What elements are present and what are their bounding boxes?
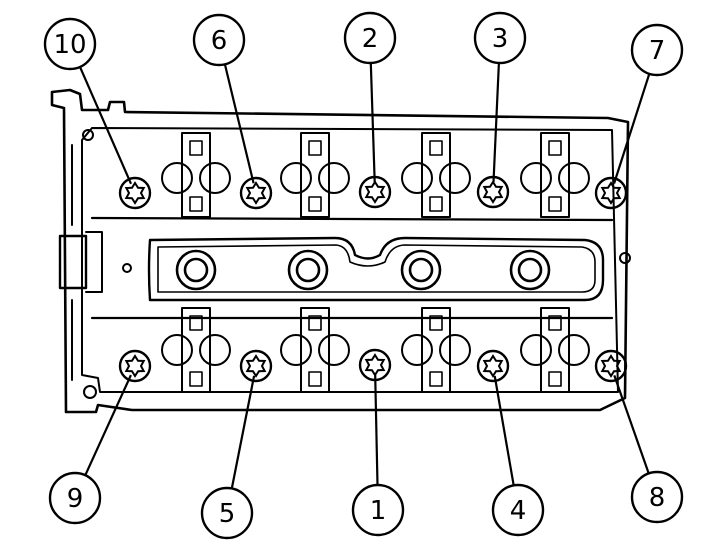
leader-line-8	[613, 375, 650, 474]
plug-tube-4-inner	[517, 257, 543, 283]
callout-number: 10	[53, 30, 86, 60]
leader-line-2	[369, 62, 376, 183]
callout-7: 7	[630, 23, 684, 77]
callout-1: 1	[351, 483, 405, 537]
callout-circle	[48, 471, 102, 525]
central-gallery-outline	[147, 236, 605, 302]
bolt-7	[594, 176, 628, 210]
bolt-8	[594, 349, 628, 383]
bearing-pedestal-bottom-2	[280, 307, 350, 393]
callout-number: 7	[649, 36, 666, 66]
leader-line-1	[374, 374, 379, 486]
callout-8: 8	[630, 470, 684, 524]
callout-number: 6	[211, 26, 228, 56]
callout-circle	[343, 11, 397, 65]
callout-circle	[473, 11, 527, 65]
plug-tube-2	[287, 249, 329, 291]
callout-number: 4	[510, 496, 527, 526]
bearing-pedestal-top-1	[161, 132, 231, 218]
bolt-9	[118, 349, 152, 383]
cylinder-head-outline	[50, 88, 630, 414]
leader-line-4	[493, 375, 515, 486]
callout-number: 1	[370, 496, 387, 526]
left-end-tab	[58, 234, 88, 290]
plug-tube-4	[509, 249, 551, 291]
callout-number: 2	[362, 24, 379, 54]
cylinder-head-inner-outline	[81, 127, 619, 393]
plug-tube-1-inner	[183, 257, 209, 283]
callout-5: 5	[200, 486, 254, 540]
bearing-pedestal-top-4	[520, 132, 590, 218]
callout-circle	[491, 483, 545, 537]
upper-gallery-edge	[90, 216, 614, 222]
plug-tube-2-inner	[295, 257, 321, 283]
bolt-6	[239, 176, 273, 210]
leader-line-10	[78, 66, 133, 185]
plug-tube-3	[400, 249, 442, 291]
left-end-tab-inner	[85, 231, 103, 293]
callout-10: 10	[43, 17, 97, 71]
callout-circle	[630, 470, 684, 524]
callout-number: 9	[67, 484, 84, 514]
callout-4: 4	[491, 483, 545, 537]
callout-circle	[630, 23, 684, 77]
callout-9: 9	[48, 471, 102, 525]
callout-2: 2	[343, 11, 397, 65]
bolt-4	[476, 349, 510, 383]
bolt-10	[118, 176, 152, 210]
plug-tube-3-inner	[408, 257, 434, 283]
bearing-pedestal-bottom-3	[401, 307, 471, 393]
callout-circle	[351, 483, 405, 537]
left-end-hole-bottom	[83, 385, 97, 399]
callout-3: 3	[473, 11, 527, 65]
bearing-pedestal-bottom-4	[520, 307, 590, 393]
left-end-hole-mid	[122, 263, 132, 273]
callout-number: 3	[492, 24, 509, 54]
callout-6: 6	[192, 13, 246, 67]
central-gallery-inner	[157, 244, 596, 293]
leader-line-7	[613, 73, 651, 184]
leader-line-5	[230, 375, 256, 489]
callout-circle	[200, 486, 254, 540]
bolt-5	[239, 349, 273, 383]
callout-circle	[43, 17, 97, 71]
callout-number: 8	[649, 483, 666, 513]
bearing-pedestal-bottom-1	[161, 307, 231, 393]
leader-line-6	[223, 64, 255, 184]
leader-line-3	[492, 62, 500, 183]
bearing-pedestal-top-3	[401, 132, 471, 218]
plug-tube-1	[175, 249, 217, 291]
callout-circle	[192, 13, 246, 67]
callout-number: 5	[219, 499, 236, 529]
left-end-hole-top	[82, 129, 94, 141]
right-end-hole-mid	[619, 252, 631, 264]
bearing-pedestal-top-2	[280, 132, 350, 218]
leader-line-9	[84, 374, 132, 476]
